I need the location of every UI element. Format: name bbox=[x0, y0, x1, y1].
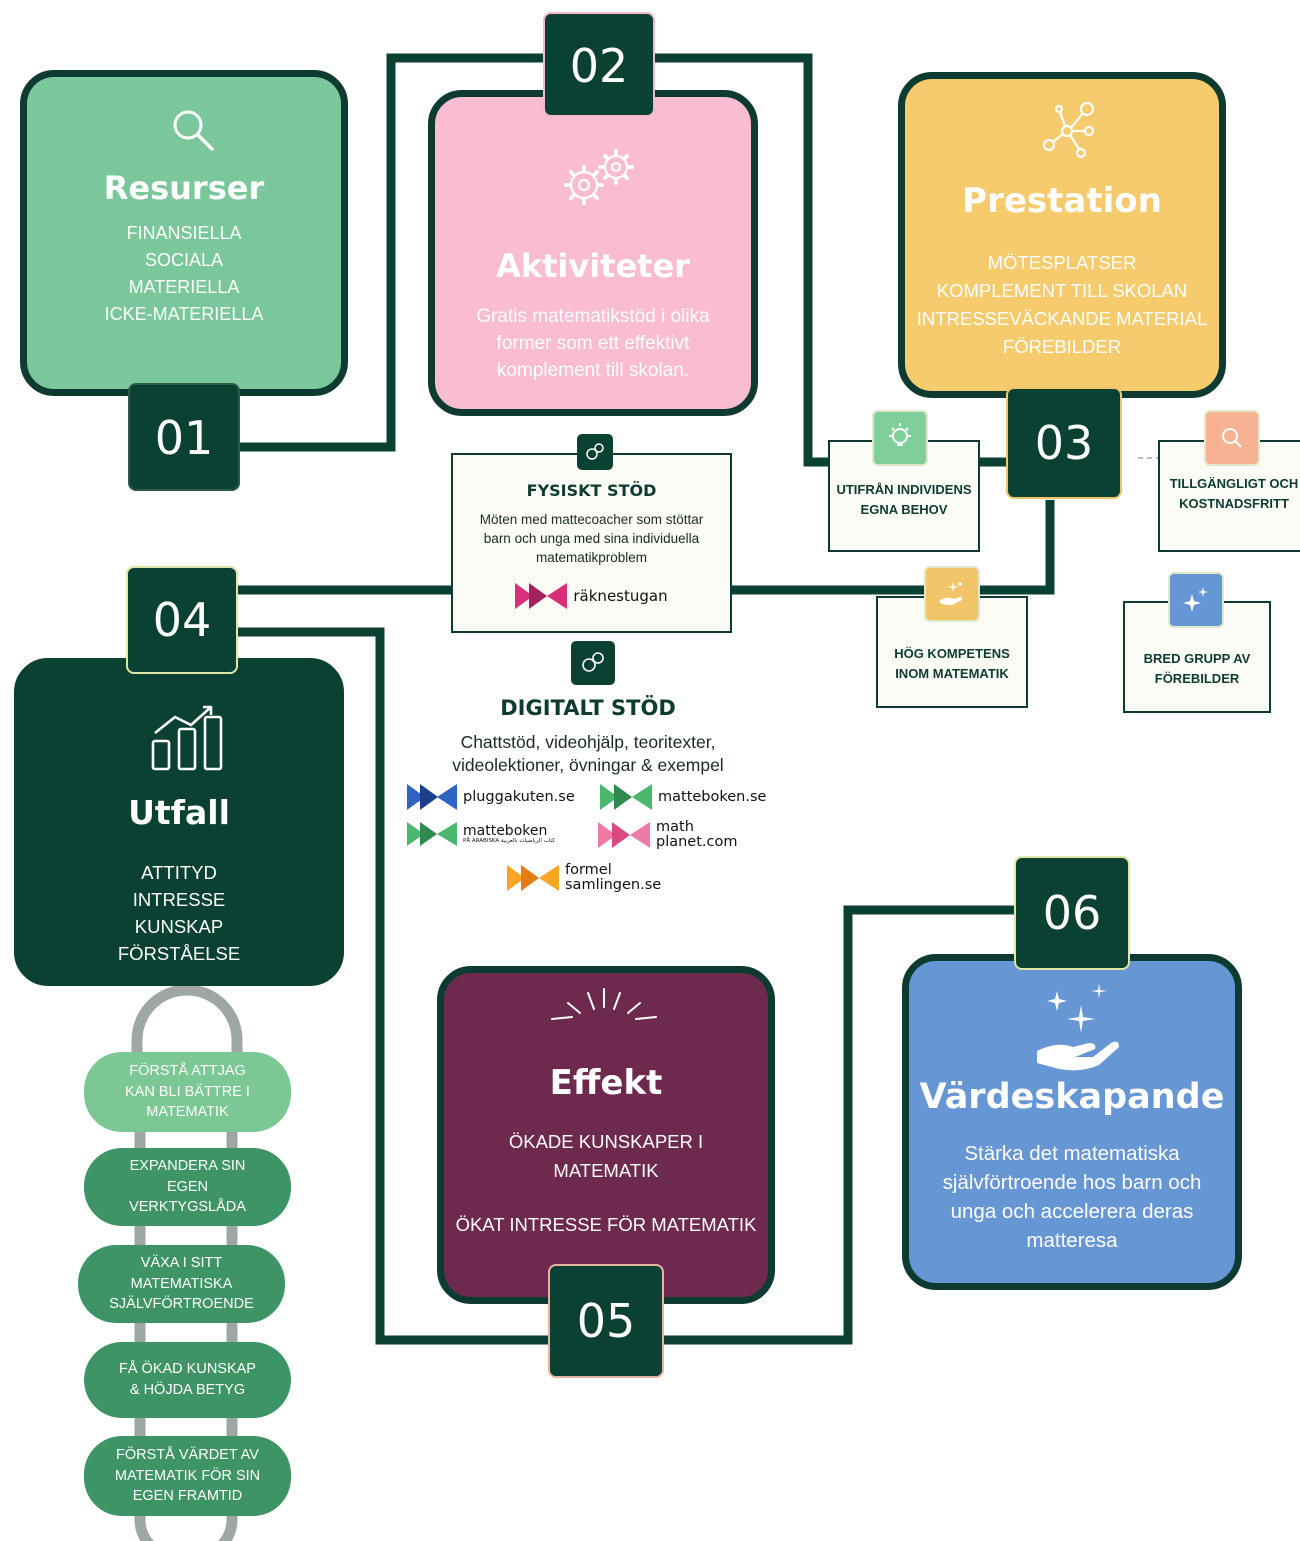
effekt-line-2: ÖKAT INTRESSE FÖR MATEMATIK bbox=[455, 1214, 757, 1235]
number-badge-03: 03 bbox=[1006, 387, 1122, 499]
vardeskapande-card: Värdeskapande Stärka det matematiska sjä… bbox=[902, 954, 1242, 1290]
matteboken-arabiska-logo-icon bbox=[407, 822, 457, 846]
hand-sparkle-icon bbox=[940, 582, 963, 605]
utfall-title: Utfall bbox=[128, 793, 230, 832]
prestation-line-2: KOMPLEMENT TILL SKOLAN bbox=[936, 280, 1188, 301]
search-icon-box bbox=[1204, 410, 1260, 466]
digitalt-title: DIGITALT STÖD bbox=[500, 696, 676, 720]
search-icon bbox=[1222, 428, 1242, 448]
raknestugan-logo-icon bbox=[515, 583, 568, 609]
feature-bred-text: BRED GRUPP AV FÖREBILDER bbox=[1143, 651, 1251, 687]
pill-1: FÖRSTÅ ATTJAG KAN BLI BÄTTRE I MATEMATIK bbox=[84, 1052, 291, 1132]
hand-sparkles-icon bbox=[1027, 983, 1123, 1079]
fysiskt-text: Möten med mattecoacher som stöttar barn … bbox=[479, 512, 704, 565]
prestation-title: Prestation bbox=[962, 181, 1162, 221]
bar-chart-icon bbox=[149, 703, 229, 777]
matteboken-arabiska-sub: PÅ ARABISKA كتاب الرياضيات بالعربية bbox=[463, 838, 555, 844]
resurser-title: Resurser bbox=[103, 169, 265, 207]
matteboken-logo: matteboken.se bbox=[600, 784, 766, 810]
utfall-line-2: INTRESSE bbox=[132, 889, 226, 910]
gears-icon bbox=[560, 149, 640, 211]
number-badge-02: 02 bbox=[543, 12, 655, 117]
matteboken-arabiska-logo: matteboken PÅ ARABISKA كتاب الرياضيات با… bbox=[407, 822, 555, 846]
resurser-card: Resurser FINANSIELLA SOCIALA MATERIELLA … bbox=[20, 70, 348, 396]
resurser-line-2: SOCIALA bbox=[144, 250, 224, 270]
feature-utifran: UTIFRÅN INDIVIDENS EGNA BEHOV bbox=[828, 440, 980, 552]
formelsamlingen-logo: formel samlingen.se bbox=[507, 863, 661, 892]
search-icon bbox=[170, 107, 216, 157]
digitalt-gear-icon bbox=[571, 641, 615, 685]
matteboken-logo-icon bbox=[600, 784, 652, 810]
utfall-lines: ATTITYD INTRESSE KUNSKAP FÖRSTÅELSE bbox=[21, 859, 337, 967]
utfall-line-4: FÖRSTÅELSE bbox=[117, 943, 241, 964]
mathplanet-text-1: math bbox=[656, 819, 694, 835]
formelsamlingen-logo-icon bbox=[507, 864, 559, 891]
fysiskt-stod-box: FYSISKT STÖD Möten med mattecoacher som … bbox=[451, 453, 732, 633]
raknestugan-logo-text: räknestugan bbox=[573, 586, 668, 605]
mathplanet-logo: math planet.com bbox=[598, 820, 738, 849]
pill-1-text: FÖRSTÅ ATTJAG KAN BLI BÄTTRE I MATEMATIK bbox=[125, 1063, 250, 1121]
utfall-card: Utfall ATTITYD INTRESSE KUNSKAP FÖRSTÅEL… bbox=[14, 658, 344, 986]
prestation-line-3: INTRESSEVÄCKANDE MATERIAL bbox=[916, 308, 1208, 329]
effekt-title: Effekt bbox=[549, 1063, 663, 1103]
effekt-card: Effekt ÖKADE KUNSKAPER I MATEMATIK ÖKAT … bbox=[437, 966, 775, 1304]
mathplanet-logo-icon bbox=[598, 821, 650, 848]
vardeskapande-title: Värdeskapande bbox=[919, 1077, 1225, 1117]
aktiviteter-title: Aktiviteter bbox=[496, 247, 690, 285]
pill-5: FÖRSTÅ VÄRDET AV MATEMATIK FÖR SIN EGEN … bbox=[84, 1436, 291, 1516]
prestation-line-1: MÖTESPLATSER bbox=[987, 252, 1137, 273]
raknestugan-logo: räknestugan bbox=[453, 583, 730, 609]
utfall-line-3: KUNSKAP bbox=[134, 916, 224, 937]
matteboken-text: matteboken.se bbox=[658, 788, 767, 805]
formelsamlingen-text-1: formel bbox=[565, 862, 612, 878]
lightbulb-icon bbox=[889, 423, 911, 446]
pluggakuten-logo-icon bbox=[407, 784, 457, 810]
number-badge-01: 01 bbox=[128, 383, 240, 491]
number-badge-06: 06 bbox=[1014, 856, 1130, 970]
pluggakuten-logo: pluggakuten.se bbox=[407, 784, 575, 810]
effekt-line-1: ÖKADE KUNSKAPER I MATEMATIK bbox=[508, 1131, 704, 1181]
utfall-line-1: ATTITYD bbox=[141, 862, 217, 883]
sparkle-icon bbox=[1183, 587, 1208, 612]
resurser-line-1: FINANSIELLA bbox=[126, 223, 242, 243]
feature-tillgangligt-text: TILLGÄNGLIGT OCH KOSTNADSFRITT bbox=[1169, 476, 1299, 512]
fysiskt-gear-icon bbox=[577, 434, 613, 470]
pill-2-text: EXPANDERA SIN EGEN VERKTYGSLÅDA bbox=[129, 1158, 246, 1216]
mathplanet-text-2: planet.com bbox=[656, 833, 738, 850]
pluggakuten-text: pluggakuten.se bbox=[463, 788, 575, 805]
prestation-card: Prestation MÖTESPLATSER KOMPLEMENT TILL … bbox=[898, 72, 1226, 398]
number-badge-05: 05 bbox=[548, 1264, 664, 1378]
pill-3: VÄXA I SITT MATEMATISKA SJÄLVFÖRTROENDE bbox=[78, 1245, 285, 1323]
pill-5-text: FÖRSTÅ VÄRDET AV MATEMATIK FÖR SIN EGEN … bbox=[114, 1447, 261, 1505]
network-icon bbox=[1037, 97, 1101, 165]
prestation-lines: MÖTESPLATSER KOMPLEMENT TILL SKOLAN INTR… bbox=[905, 249, 1219, 361]
resurser-line-3: MATERIELLA bbox=[128, 277, 240, 297]
aktiviteter-text: Gratis matematikstöd i olika former som … bbox=[476, 306, 710, 381]
hand-icon-box bbox=[924, 566, 980, 622]
matteboken-arabiska-text: matteboken bbox=[463, 823, 548, 839]
pill-2: EXPANDERA SIN EGEN VERKTYGSLÅDA bbox=[84, 1148, 291, 1226]
resurser-lines: FINANSIELLA SOCIALA MATERIELLA ICKE-MATE… bbox=[27, 220, 341, 328]
sparkle-icon-box bbox=[1168, 572, 1224, 628]
fysiskt-title: FYSISKT STÖD bbox=[526, 481, 657, 500]
resurser-line-4: ICKE-MATERIELLA bbox=[104, 304, 264, 324]
vardeskapande-text: Stärka det matematiska självförtroende h… bbox=[942, 1142, 1202, 1252]
pill-3-text: VÄXA I SITT MATEMATISKA SJÄLVFÖRTROENDE bbox=[109, 1255, 254, 1313]
aktiviteter-card: Aktiviteter Gratis matematikstöd i olika… bbox=[428, 90, 758, 416]
digitalt-text: Chattstöd, videohjälp, teoritexter, vide… bbox=[452, 732, 724, 775]
formelsamlingen-text-2: samlingen.se bbox=[565, 876, 662, 893]
number-badge-04: 04 bbox=[126, 566, 238, 674]
sparkle-burst-icon bbox=[544, 987, 664, 1031]
feature-utifran-text: UTIFRÅN INDIVIDENS EGNA BEHOV bbox=[836, 482, 972, 518]
pill-4-text: FÅ ÖKAD KUNSKAP & HÖJDA BETYG bbox=[119, 1361, 256, 1398]
pill-4: FÅ ÖKAD KUNSKAP & HÖJDA BETYG bbox=[84, 1342, 291, 1418]
feature-hog-text: HÖG KOMPETENS INOM MATEMATIK bbox=[894, 646, 1010, 682]
lightbulb-icon-box-front bbox=[872, 410, 928, 466]
prestation-line-4: FÖREBILDER bbox=[1002, 336, 1122, 357]
